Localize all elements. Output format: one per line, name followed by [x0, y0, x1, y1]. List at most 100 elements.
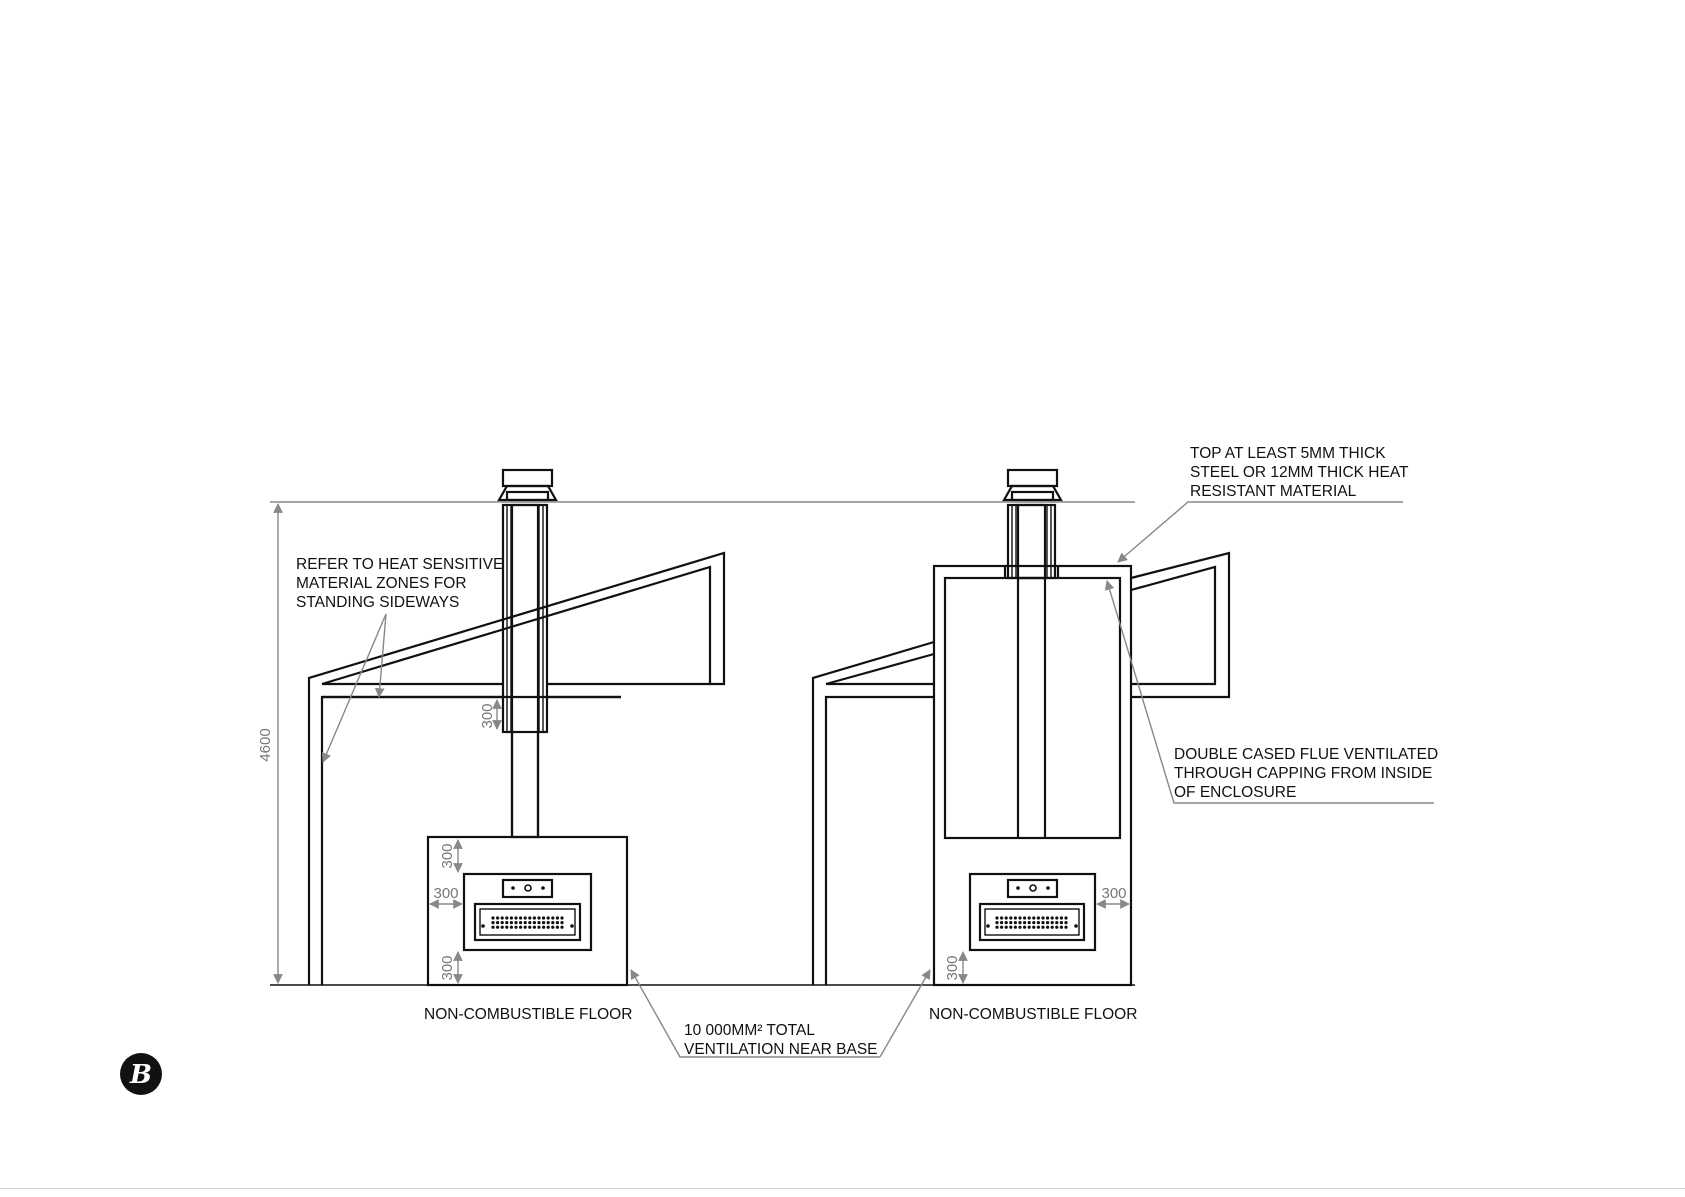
grille-dot [1013, 916, 1018, 920]
grille-dot [1055, 916, 1059, 920]
grille-dot [1050, 916, 1054, 920]
grille-dot [1018, 921, 1022, 925]
dim-left-bottom: 300 [439, 955, 456, 980]
dim-flue-clearance: 300 [479, 703, 496, 728]
grille-dot [1032, 925, 1036, 929]
grille-dot [555, 925, 560, 929]
grille-dot [555, 916, 560, 920]
grille-dot [528, 921, 532, 925]
grille-dot [542, 916, 546, 920]
grille-dot [519, 921, 523, 925]
grille-dot [995, 925, 999, 929]
left-wall-outer [307, 551, 726, 985]
grille-dot [1036, 916, 1040, 920]
grille-dot [532, 921, 537, 925]
left-wall-inner [320, 695, 621, 985]
svg-text:STANDING SIDEWAYS: STANDING SIDEWAYS [296, 594, 459, 611]
svg-text:TOP AT LEAST 5MM THICK: TOP AT LEAST 5MM THICK [1190, 445, 1386, 462]
grille-dot [1004, 925, 1008, 929]
grille-dot [1046, 916, 1050, 920]
grille-dot [1036, 921, 1040, 925]
grille-dot [1046, 921, 1050, 925]
grille-dot [1000, 921, 1004, 925]
grille-dot [1041, 921, 1045, 925]
grille-dot [1004, 916, 1008, 920]
grille-dot [523, 925, 527, 929]
svg-text:RESISTANT MATERIAL: RESISTANT MATERIAL [1190, 483, 1357, 500]
svg-text:REFER TO HEAT SENSITIVE: REFER TO HEAT SENSITIVE [296, 556, 503, 573]
grille-dot [505, 916, 509, 920]
grille-dot [551, 916, 555, 920]
grille-dot [560, 921, 564, 925]
dim-left-side: 300 [433, 885, 458, 902]
right-flue [1006, 503, 1057, 580]
svg-text:VENTILATION NEAR BASE: VENTILATION NEAR BASE [684, 1041, 878, 1058]
grille-dot [1023, 916, 1027, 920]
grille-dot [1064, 921, 1068, 925]
grille-dot [542, 921, 546, 925]
grille-dot [1027, 925, 1031, 929]
grille-dot [1018, 916, 1022, 920]
svg-text:OF ENCLOSURE: OF ENCLOSURE [1174, 784, 1296, 801]
label-floor-right: NON-COMBUSTIBLE FLOOR [929, 1006, 1137, 1023]
grille-dot [500, 921, 504, 925]
grille-dot [1009, 925, 1013, 929]
grille-dot [537, 916, 541, 920]
svg-text:THROUGH CAPPING FROM INSIDE: THROUGH CAPPING FROM INSIDE [1174, 765, 1432, 782]
grille-dot [1023, 921, 1027, 925]
grille-dot [1036, 925, 1040, 929]
grille-dot [1050, 925, 1054, 929]
left-flue [501, 503, 549, 839]
grille-dot [1009, 921, 1013, 925]
grille-dot [1000, 916, 1004, 920]
grille-dot [505, 921, 509, 925]
grille-dot [514, 921, 518, 925]
grille-dot [560, 916, 564, 920]
label-floor-left: NON-COMBUSTIBLE FLOOR [424, 1006, 632, 1023]
grille-dot [532, 925, 537, 929]
svg-text:STEEL OR 12MM THICK HEAT: STEEL OR 12MM THICK HEAT [1190, 464, 1409, 481]
bottom-divider [0, 1188, 1685, 1189]
grille-dot [528, 916, 532, 920]
grille-dot [546, 916, 550, 920]
grille-dot [500, 916, 504, 920]
grille-dot [1059, 925, 1063, 929]
right-flue-cap [1002, 468, 1063, 502]
grille-dot [1032, 921, 1036, 925]
grille-dot [519, 925, 523, 929]
grille-dot [1055, 925, 1059, 929]
right-roof-outer [1130, 551, 1231, 699]
grille-dot [537, 925, 541, 929]
grille-dot [532, 916, 537, 920]
note-double-cased: DOUBLE CASED FLUE VENTILATED THROUGH CAP… [1104, 580, 1438, 804]
grille-dot [995, 921, 999, 925]
grille-dot [551, 921, 555, 925]
note-heat-sensitive: REFER TO HEAT SENSITIVE MATERIAL ZONES F… [296, 556, 503, 763]
grille-dot [1023, 925, 1027, 929]
grille-dot [1041, 916, 1045, 920]
dim-right-side: 300 [1101, 885, 1126, 902]
grille-dot [560, 925, 564, 929]
grille-dot [528, 925, 532, 929]
svg-text:10 000MM² TOTAL: 10 000MM² TOTAL [684, 1022, 815, 1039]
brand-logo: B [120, 1053, 162, 1095]
right-wall-inner [824, 695, 934, 985]
grille-dot [1009, 916, 1013, 920]
grille-dot [1064, 925, 1068, 929]
grille-dot [1013, 925, 1018, 929]
right-wall-outer [811, 640, 935, 985]
grille-dot [537, 921, 541, 925]
grille-dot [496, 925, 500, 929]
grille-dot [1064, 916, 1068, 920]
grille-dot [1027, 916, 1031, 920]
grille-dot [1000, 925, 1004, 929]
right-stove [968, 872, 1097, 952]
grille-dot [1018, 925, 1022, 929]
grille-dot [491, 925, 495, 929]
note-ventilation: 10 000MM² TOTAL VENTILATION NEAR BASE [630, 969, 931, 1058]
dimensions: 4600 300 300 300 300 300 300 [257, 501, 1135, 984]
grille-dot [514, 916, 518, 920]
grille-dot [546, 921, 550, 925]
grille-dot [523, 916, 527, 920]
